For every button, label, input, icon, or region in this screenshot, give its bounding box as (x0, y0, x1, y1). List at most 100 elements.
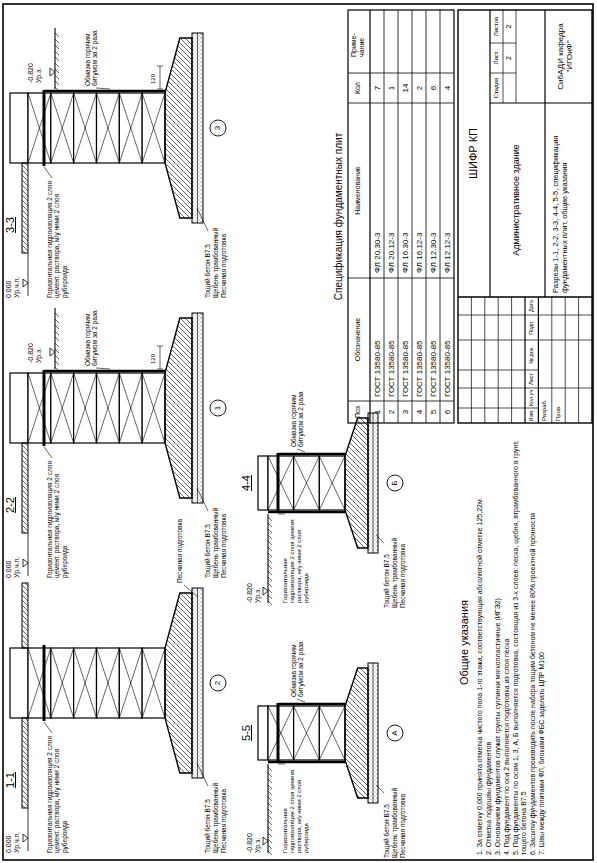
title-block-header: Подп. (528, 315, 534, 340)
callout-text: Обмазка горячим битумом за 2 раза (84, 14, 99, 86)
note-text: 1. За отметку 0,000 принята отметка чист… (476, 430, 484, 855)
elevation-label: Ур.з. (35, 348, 43, 363)
layer-label: Щебень трамбованный (391, 788, 398, 858)
elevation-value: -0.820 (27, 63, 35, 83)
title-block-header: Изм. (528, 408, 534, 423)
axis-callout: 1 (213, 400, 222, 416)
callout-text: Обмазка горячим битумом за 2 раза (290, 621, 305, 697)
table-cell: 5 (429, 401, 438, 423)
elevation-value: 0.000 (5, 560, 13, 578)
table-cell: ГОСТ 13580-85 (387, 340, 396, 397)
table-cell: ФЛ 20.30-3 (373, 233, 382, 273)
table-cell: 14 (401, 73, 410, 103)
table-header: Приме- чание (350, 25, 366, 57)
elevation-value: -0.820 (246, 583, 254, 603)
table-cell: 6 (429, 73, 438, 103)
elevation-value: -0.820 (246, 833, 254, 853)
axis-callout: 2 (213, 675, 222, 691)
project-name: Административное здание (511, 107, 521, 293)
layer-label: Щебень трамбованный (391, 538, 398, 608)
sheet-frame (3, 4, 593, 860)
note-text: 3. Основанием фундаментов служат грунты … (494, 430, 502, 855)
table-cell: 2 (415, 73, 424, 103)
callout-text: Песчаная подготовка (176, 519, 183, 583)
callout-text: Горизонтальная гидроизоляция 2 слоя цеме… (46, 460, 68, 578)
table-cell: 2 (387, 401, 396, 423)
title-block-header: Кол.уч (528, 388, 534, 408)
layer-label: Песчаная подготовка (220, 234, 227, 298)
note-text: 6. Засыпку фундаментов производить после… (529, 430, 537, 855)
dimension: 120 (150, 354, 157, 364)
axis-callout: Б (390, 475, 399, 491)
table-cell: 6 (443, 401, 452, 423)
table-cell: 1 (373, 401, 382, 423)
table-cell: 3 (401, 401, 410, 423)
layer-label: Песчаная подготовка (220, 789, 227, 853)
callout-text: Обмазка горячим битумом за 2 раза (84, 294, 99, 366)
sheet-content: Разрезы 1-1, 2-2, 3-3, 4-4, 5-5, специфи… (552, 107, 569, 293)
table-cell: ФЛ 16.30-3 (401, 233, 410, 273)
layer-label: Тощий бетон В7.5 (383, 554, 390, 608)
title-block-header: № док. (528, 340, 534, 370)
title-block-header: Листов (493, 10, 500, 43)
axis-callout: А (390, 725, 399, 741)
elevation-label: Ур.ч.п. (13, 832, 21, 853)
organization: СибАДИ кафедра "ИГОиФ" (556, 13, 574, 100)
layer-label: Щебень трамбованный (212, 783, 219, 853)
table-cell: ФЛ 16.12-3 (415, 233, 424, 273)
table-cell: ГОСТ 13580-85 (443, 340, 452, 397)
note-text: 5. Под фундаменты по осям 1, 3, А, Б вып… (512, 430, 528, 855)
callout-text: Горизонтальная гидроизоляция 2 слоя цеме… (282, 767, 310, 853)
callout-text: Горизонтальная гидроизоляция 2 слоя цеме… (46, 180, 68, 298)
table-cell: 1 (387, 73, 396, 103)
table-cell: ГОСТ 13580-85 (373, 340, 382, 397)
elevation-value: 0.000 (5, 835, 13, 853)
callout-text: Горизонтальная гидроизоляция 2 слоя цеме… (46, 735, 68, 853)
table-cell: ФЛ 20.12-3 (387, 233, 396, 273)
title-block-value: 2 (505, 43, 513, 73)
table-header: Поз (354, 401, 362, 423)
elevation-label: Ур.ч.п. (13, 277, 21, 298)
title-block-header: Лист (528, 370, 534, 388)
elevation-label: Ур.з. (254, 838, 262, 853)
callout-text: Обмазка горячим битумом за 2 раза (290, 371, 305, 447)
section-title: 2-2 (4, 490, 17, 520)
layer-label: Щебень трамбованный (212, 228, 219, 298)
table-cell: ГОСТ 13580-85 (401, 340, 410, 397)
elevation-label: Ур.з. (35, 68, 43, 83)
title-block-header: Дата (528, 297, 534, 315)
layer-label: Песчаная подготовка (220, 514, 227, 578)
axis-callout: 3 (213, 120, 222, 136)
table-cell: 4 (443, 73, 452, 103)
table-cell: 7 (373, 73, 382, 103)
table-cell: ФЛ 12.12-3 (443, 233, 452, 273)
layer-label: Песчаная подготовка (399, 544, 406, 608)
table-title: Спецификация фундаментных плит (333, 10, 345, 423)
section-title: 1-1 (4, 765, 17, 795)
elevation-value: -0.820 (27, 343, 35, 363)
table-cell: ГОСТ 13580-85 (429, 340, 438, 397)
notes-title: Общие указания (458, 430, 471, 855)
note-text: 7. Швы между плитами ФЛ, блоками ФБС зад… (538, 430, 546, 855)
section-title: 3-3 (4, 210, 17, 240)
title-block-grid (458, 10, 592, 423)
layer-label: Песчаная подготовка (399, 794, 406, 858)
foundation-sections (10, 28, 403, 855)
title-block-code: ШИФР КП (467, 10, 480, 297)
dimension: 120 (150, 74, 157, 84)
title-block-header: Лист (493, 43, 500, 73)
layer-label: Тощий бетон В7.5 (204, 524, 211, 578)
note-text: 4. Под фундамент по оси 2 выполняется по… (503, 430, 511, 855)
title-block-role: Пров. (555, 405, 562, 421)
table-cell: ФЛ 12.30-3 (429, 233, 438, 273)
layer-label: Тощий бетон В7.5 (204, 244, 211, 298)
elevation-label: Ур.з. (254, 588, 262, 603)
table-header: Обозначение (354, 278, 362, 401)
elevation-label: Ур.ч.п. (13, 557, 21, 578)
section-title: 4-4 (240, 468, 253, 498)
layer-label: Тощий бетон В7.5 (204, 799, 211, 853)
title-block-role: Разраб. (541, 399, 548, 421)
table-cell: 4 (415, 401, 424, 423)
note-text: 2. Отметка подошвы фундаментов (485, 430, 493, 855)
